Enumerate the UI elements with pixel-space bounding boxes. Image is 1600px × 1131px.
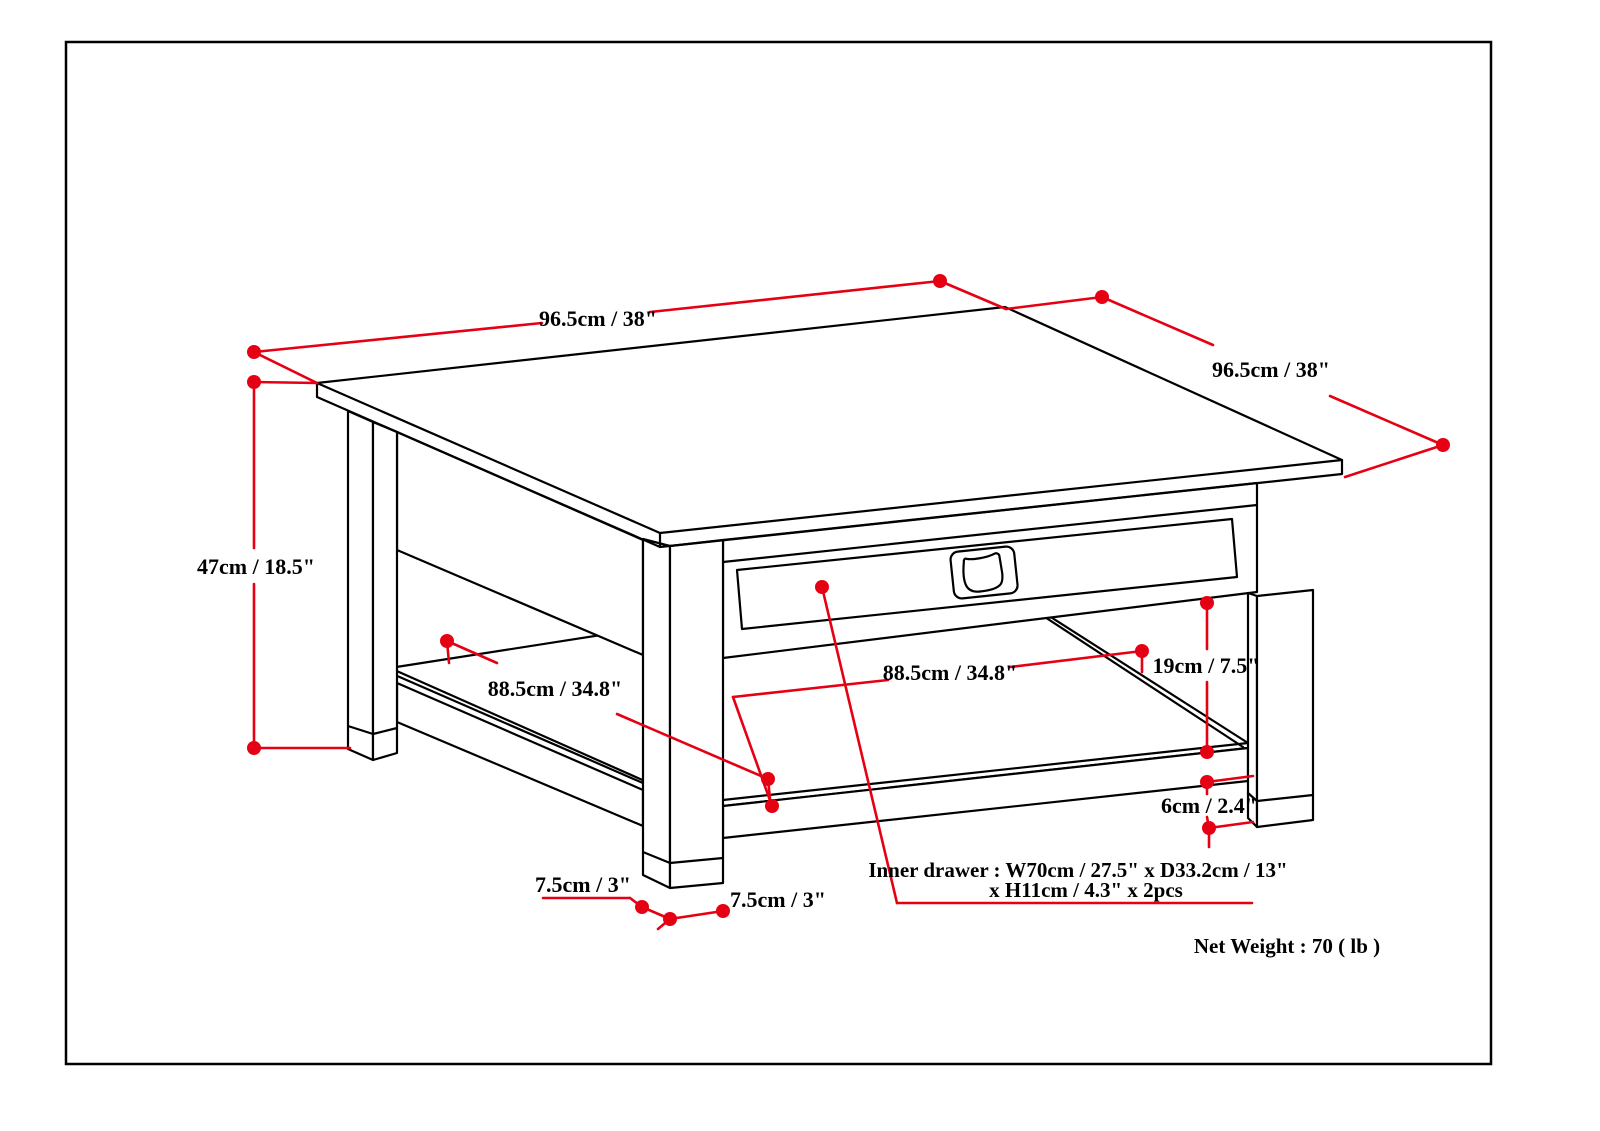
inner-drawer-note-line1: Inner drawer : W70cm / 27.5" x D33.2cm /… <box>868 858 1287 882</box>
inner-drawer-note-line2: x H11cm / 4.3" x 2pcs <box>989 878 1183 902</box>
net-weight-label: Net Weight : 70 ( lb ) <box>1194 934 1380 958</box>
dim-shelf-width-left-label: 88.5cm / 34.8" <box>488 676 622 701</box>
dim-height-label: 47cm / 18.5" <box>197 554 315 579</box>
dim-top-depth-label: 96.5cm / 38" <box>1212 357 1330 382</box>
dim-leg-left-label: 7.5cm / 3" <box>535 872 631 897</box>
dim-shelf-clearance-label: 6cm / 2.4" <box>1161 793 1257 818</box>
drawer-handle-icon <box>949 545 1019 600</box>
leg-front <box>641 537 672 890</box>
dim-leg-front-label: 7.5cm / 3" <box>730 887 826 912</box>
dim-shelf-width-right-label: 88.5cm / 34.8" <box>883 660 1017 685</box>
dimension-lines <box>252 279 1445 931</box>
leg-back-left <box>346 409 375 762</box>
dimension-labels: 96.5cm / 38" 96.5cm / 38" 47cm / 18.5" 8… <box>197 306 1380 958</box>
dim-top-width-label: 96.5cm / 38" <box>539 306 657 331</box>
dim-opening-height-label: 19cm / 7.5" <box>1153 653 1260 678</box>
dimension-endpoint-dots <box>247 274 1450 926</box>
leg-right <box>1246 591 1259 829</box>
